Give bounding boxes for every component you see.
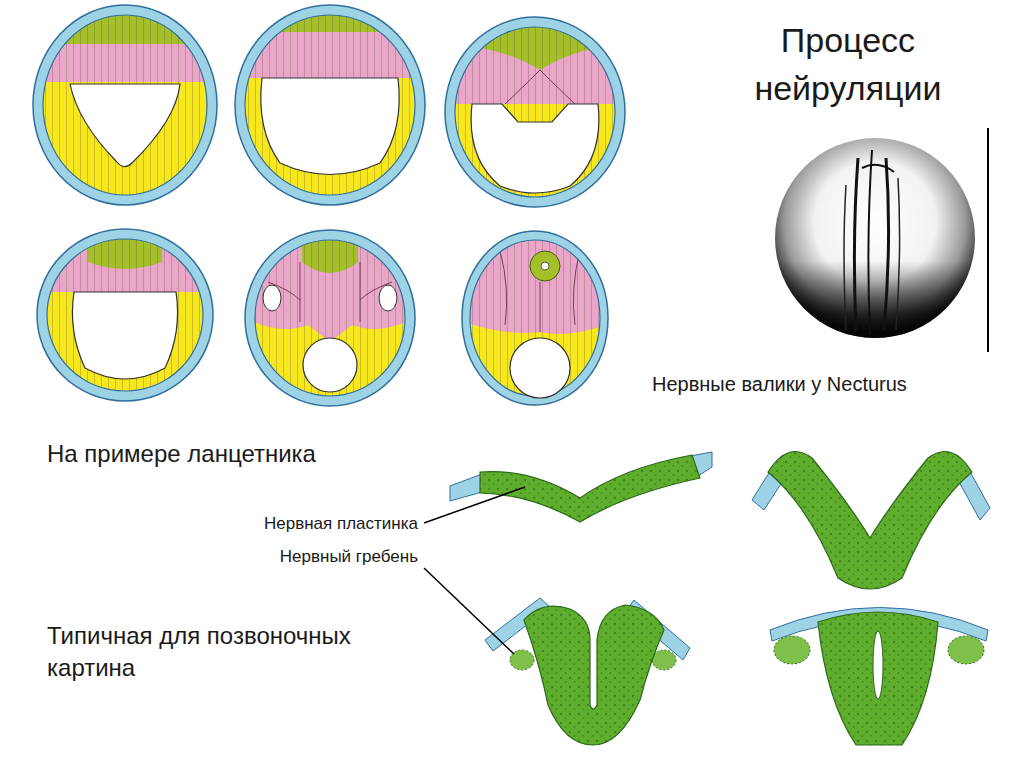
lancelet-stage-part: [72, 292, 177, 379]
lancelet-stage-part-part: [40, 230, 210, 400]
leader-lines: [424, 487, 525, 654]
lancelet-stage-part-part: [250, 235, 410, 405]
neural-tube-section-part: [818, 612, 938, 745]
lancelet-stage-part-part: [250, 235, 410, 405]
lancelet-stage-part: [541, 262, 549, 270]
neural-groove-section-part: [768, 452, 972, 589]
lancelet-stage-part: [379, 285, 397, 311]
lancelet-stage-part-part: [230, 0, 430, 210]
necturus-embryo-part-part: [770, 135, 980, 345]
necturus-embryo-part: [987, 128, 989, 352]
neural-plate-section-part: [480, 455, 700, 522]
necturus-embryo-part-part: [854, 158, 858, 330]
necturus-embryo-part-part: [868, 150, 872, 335]
lancelet-stage-part: [43, 15, 207, 195]
lancelet-stage-part: [471, 104, 599, 193]
lancelet-stage-part: [462, 231, 608, 405]
neural-tube-section-part: [948, 636, 984, 664]
necturus-embryo-part-part: [884, 158, 889, 330]
lancelet-stage-part: [30, 0, 230, 210]
neural-fold-section-part: [524, 605, 664, 745]
lancelet-stage-part: [230, 0, 430, 210]
title: Процесс нейруляции: [728, 16, 968, 112]
lancelet-stage: [440, 10, 630, 220]
lancelet-stage-part: [263, 285, 281, 311]
neural-tube-section-part: [774, 636, 810, 664]
lancelet-stage-part: [245, 15, 415, 195]
neural-plate-section: [450, 452, 712, 522]
neural-groove-section: [752, 452, 990, 589]
lancelet-stage-part-part: [230, 0, 430, 210]
lancelet-stage-part: [303, 338, 357, 392]
leader-lines-part: [424, 487, 525, 523]
neural-tube-section-part: [818, 612, 938, 745]
lancelet-stage-part: [47, 239, 203, 391]
lancelet-stage: [37, 229, 213, 401]
lancelet-stage: [30, 0, 230, 210]
section-label: Типичная для позвоночных картина: [47, 620, 367, 685]
lancelet-stage-part: [510, 338, 570, 398]
lancelet-stage-part: [70, 84, 180, 167]
lancelet-stage-part: [250, 235, 410, 405]
lancelet-stage-part-part: [30, 0, 230, 210]
lancelet-stage-part: [40, 230, 210, 400]
lancelet-stage-part: [245, 230, 415, 406]
neural-groove-section-part: [768, 452, 972, 589]
necturus-embryo-part: [770, 135, 980, 345]
necturus-embryo: [770, 128, 988, 352]
lancelet-stage-part-part: [40, 230, 210, 400]
lancelet-stage-part: [261, 78, 399, 175]
lancelet-stage-part: [530, 251, 560, 281]
lancelet-stage-part-part: [30, 0, 230, 210]
neural-fold-section-part: [524, 605, 664, 745]
necturus-embryo-part-part: [862, 165, 894, 172]
leader-lines-part: [424, 568, 514, 654]
lancelet-stage-part-part: [465, 235, 605, 405]
lancelet-stage-part: [37, 229, 213, 401]
neural-fold-section-part: [652, 650, 676, 670]
neural-plate-section-part: [450, 474, 482, 501]
necturus-embryo-part-part: [844, 185, 846, 330]
figure-caption: Нервные валики у Necturus: [652, 371, 997, 398]
lancelet-stage-part-part: [465, 235, 605, 405]
lancelet-stage-part: [440, 10, 630, 220]
neural-fold-section: [485, 598, 690, 745]
part-label: Нервная пластинка: [180, 513, 418, 536]
lancelet-stage-part-part: [440, 10, 630, 220]
lancelet-stage: [245, 230, 415, 406]
lancelet-stage-part: [255, 240, 405, 396]
neural-tube-section-part: [873, 631, 883, 699]
lancelet-stage: [230, 0, 430, 210]
neural-plate-section-part: [480, 455, 700, 522]
neural-tube-section: [770, 608, 988, 746]
lancelet-stage-part: [465, 235, 605, 405]
section-label: На примере ланцетника: [47, 438, 427, 470]
lancelet-stage-part: [455, 27, 615, 197]
lancelet-stage-part-part: [440, 10, 630, 220]
necturus-embryo-part-part: [896, 178, 900, 330]
part-label: Нервный гребень: [180, 546, 418, 569]
lancelet-stage: [462, 231, 608, 405]
